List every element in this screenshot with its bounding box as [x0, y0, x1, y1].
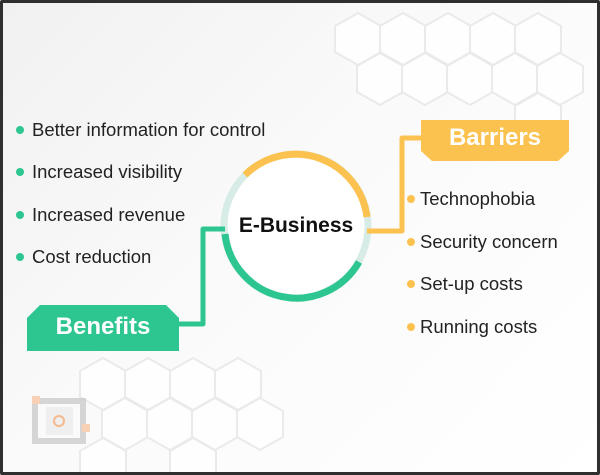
benefits-tag	[27, 305, 179, 351]
barrier-bullet	[407, 238, 415, 246]
ring-arc-benefit	[221, 233, 363, 302]
benefit-item: Increased visibility	[32, 161, 183, 182]
benefit-item: Better information for control	[32, 119, 266, 140]
barriers-tag	[421, 120, 569, 161]
barrier-item: Running costs	[420, 316, 538, 337]
ring-arc-barrier	[242, 150, 371, 218]
center-ring	[220, 150, 372, 302]
barrier-bullet	[407, 280, 415, 288]
barrier-bullet	[407, 323, 415, 331]
barrier-item: Security concern	[420, 231, 558, 252]
background-graphics	[27, 11, 584, 472]
benefit-connector	[173, 226, 225, 327]
benefit-bullet	[16, 211, 24, 219]
benefit-item: Increased revenue	[32, 204, 186, 225]
barrier-item: Set-up costs	[420, 273, 523, 294]
benefit-bullet	[16, 253, 24, 261]
benefit-item: Cost reduction	[32, 246, 152, 267]
barrier-connector	[367, 135, 425, 234]
barrier-item: Technophobia	[420, 188, 536, 209]
benefit-bullet	[16, 168, 24, 176]
logo-icon	[32, 396, 90, 444]
benefits-title: Benefits	[55, 313, 151, 340]
barriers-title: Barriers	[448, 124, 542, 151]
barrier-bullet	[407, 195, 415, 203]
benefit-bullet	[16, 126, 24, 134]
center-label: E-Business	[238, 214, 354, 237]
hexagon-pattern	[79, 11, 584, 472]
